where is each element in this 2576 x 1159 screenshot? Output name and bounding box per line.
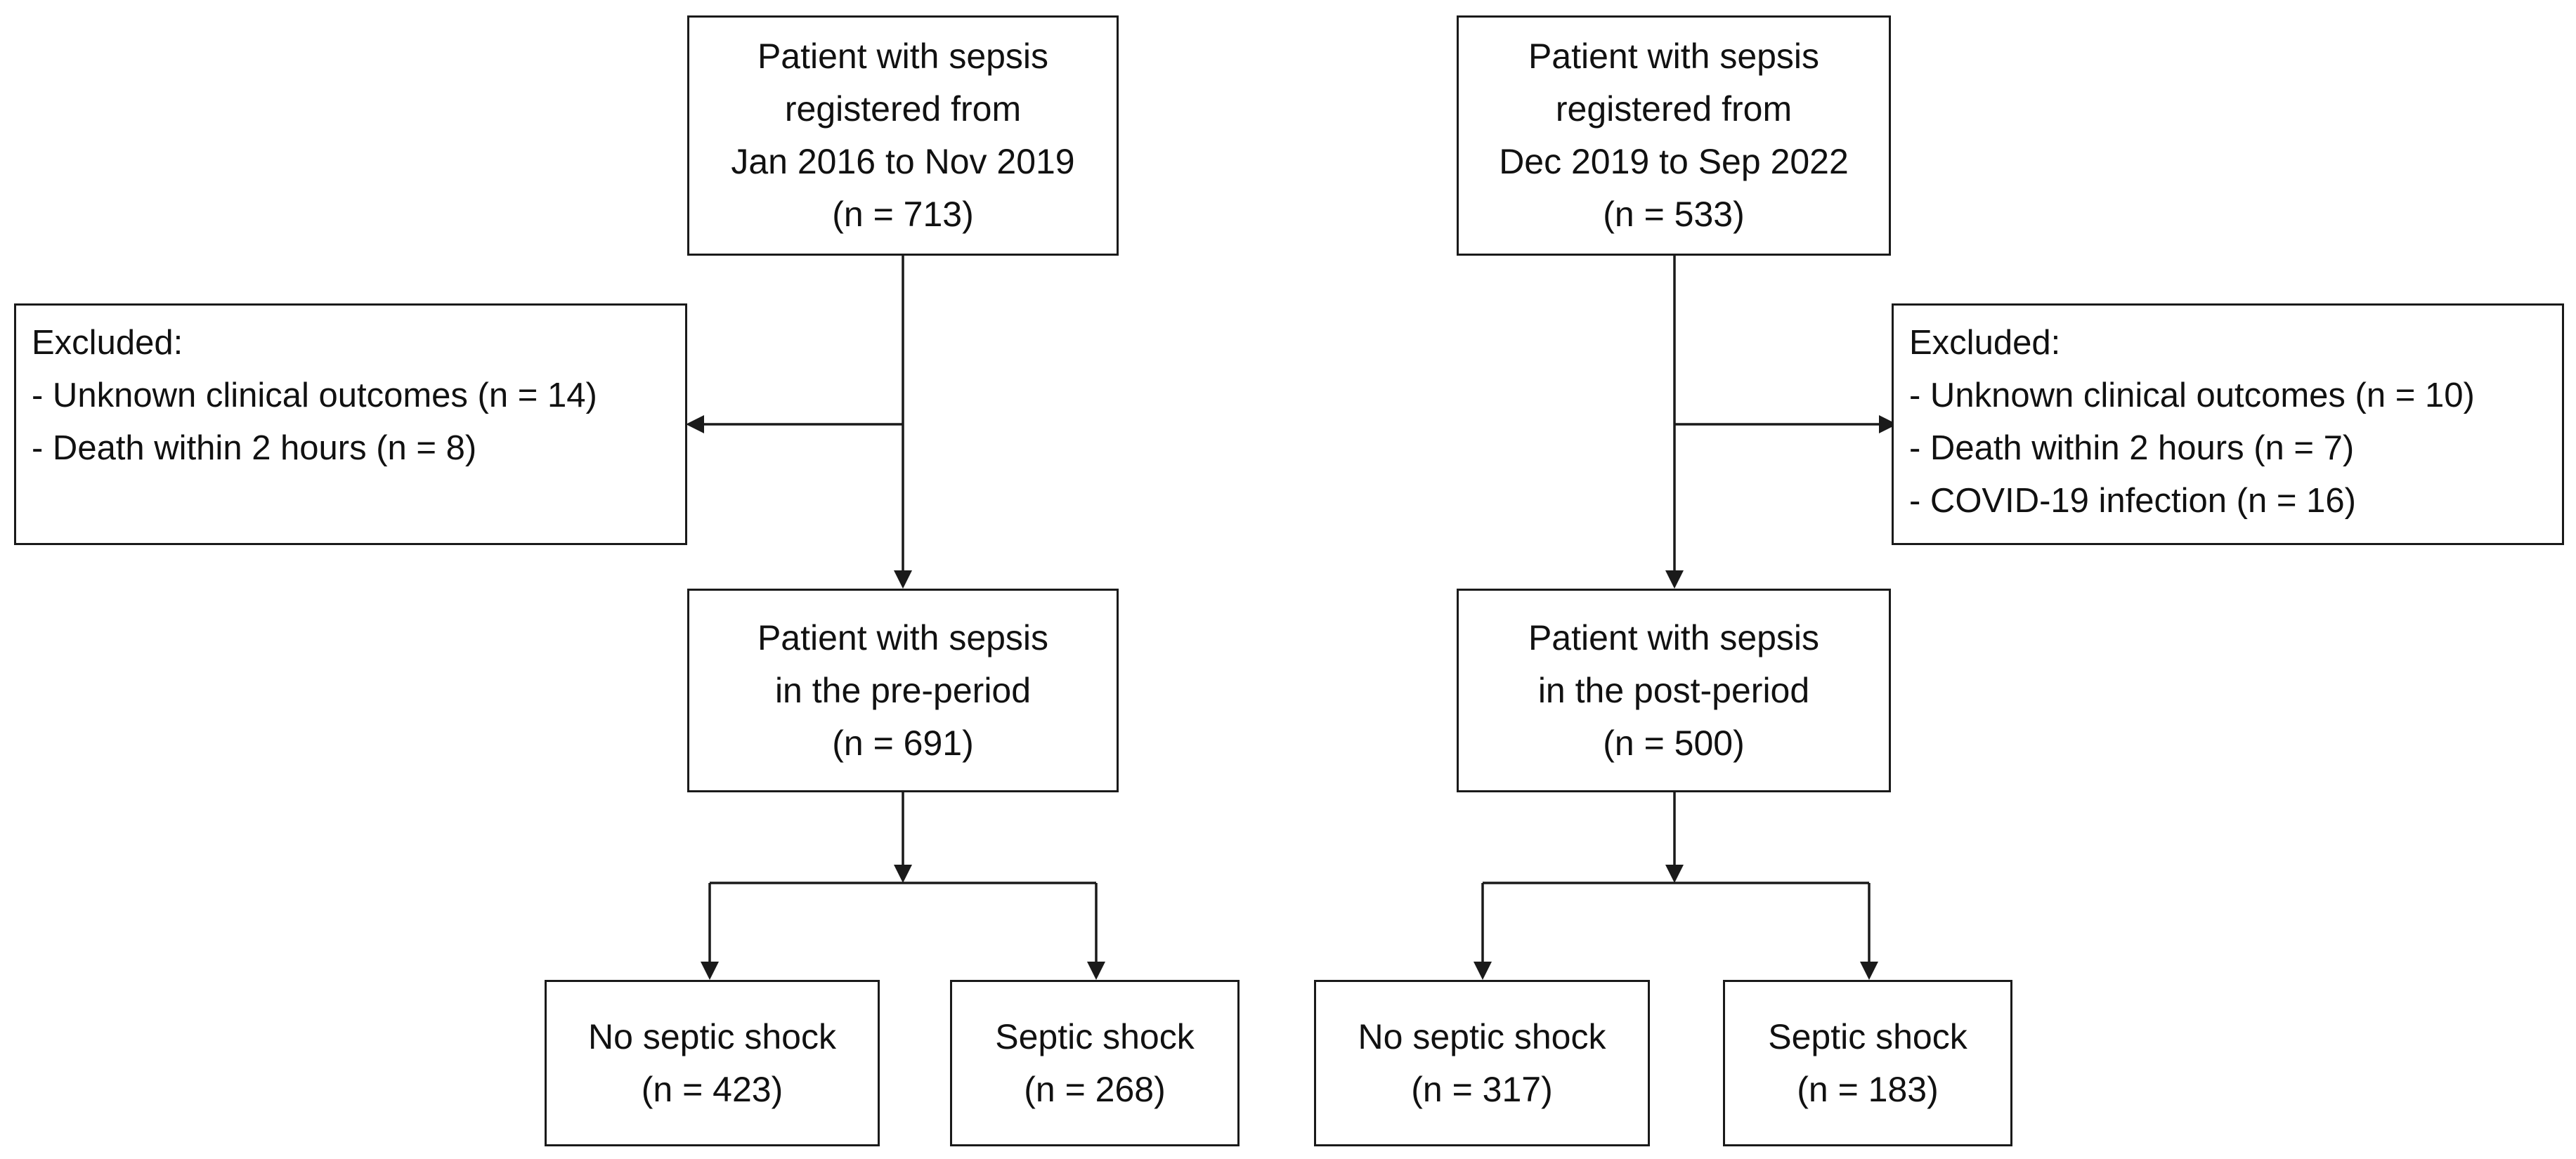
left-shock-label: Septic shock bbox=[995, 1016, 1195, 1056]
right-registered-line-1: Patient with sepsis bbox=[1528, 37, 1820, 76]
left-registered-line-1: Patient with sepsis bbox=[757, 37, 1049, 76]
right-registered-line-2: registered from bbox=[1555, 89, 1793, 129]
left-period-line-3: (n = 691) bbox=[832, 723, 974, 763]
left-exclusion-arrowhead bbox=[686, 415, 704, 433]
right-registered-box: Patient with sepsis registered from Dec … bbox=[1457, 15, 1891, 256]
left-main-arrowhead bbox=[894, 570, 912, 589]
left-registered-line-3: Jan 2016 to Nov 2019 bbox=[731, 142, 1075, 181]
right-registered-line-4: (n = 533) bbox=[1603, 195, 1745, 234]
left-period-box: Patient with sepsis in the pre-period (n… bbox=[687, 589, 1119, 792]
right-period-line-2: in the post-period bbox=[1537, 670, 1810, 710]
left-excluded-title: Excluded: bbox=[32, 324, 183, 362]
right-period-line-3: (n = 500) bbox=[1603, 723, 1745, 763]
right-septic-shock-box: Septic shock (n = 183) bbox=[1723, 980, 2012, 1146]
left-excluded-box: Excluded: - Unknown clinical outcomes (n… bbox=[14, 303, 687, 545]
left-registered-line-4: (n = 713) bbox=[832, 195, 974, 234]
right-excluded-item-2: - Death within 2 hours (n = 7) bbox=[1909, 429, 2355, 467]
right-no-septic-shock-box: No septic shock (n = 317) bbox=[1314, 980, 1650, 1146]
left-shock-count: (n = 268) bbox=[1024, 1069, 1166, 1109]
right-excluded-title: Excluded: bbox=[1909, 324, 2061, 362]
right-period-box: Patient with sepsis in the post-period (… bbox=[1457, 589, 1891, 792]
left-no-shock-count: (n = 423) bbox=[641, 1069, 783, 1109]
right-main-arrowhead bbox=[1665, 570, 1684, 589]
left-branch-left-arrowhead bbox=[701, 962, 719, 980]
left-split-arrowhead bbox=[894, 865, 912, 883]
left-septic-shock-box: Septic shock (n = 268) bbox=[950, 980, 1240, 1146]
left-period-line-1: Patient with sepsis bbox=[757, 617, 1049, 657]
right-branch-left-arrowhead bbox=[1474, 962, 1492, 980]
right-shock-label: Septic shock bbox=[1768, 1016, 1967, 1056]
left-no-shock-label: No septic shock bbox=[588, 1016, 836, 1056]
right-excluded-item-3: - COVID-19 infection (n = 16) bbox=[1909, 482, 2356, 520]
left-branch-right-arrowhead bbox=[1087, 962, 1105, 980]
right-excluded-item-1: - Unknown clinical outcomes (n = 10) bbox=[1909, 376, 2475, 414]
right-split-arrowhead bbox=[1665, 865, 1684, 883]
right-excluded-box: Excluded: - Unknown clinical outcomes (n… bbox=[1892, 303, 2564, 545]
right-branch-right-arrowhead bbox=[1860, 962, 1878, 980]
left-registered-box: Patient with sepsis registered from Jan … bbox=[687, 15, 1119, 256]
left-no-septic-shock-box: No septic shock (n = 423) bbox=[545, 980, 880, 1146]
right-registered-line-3: Dec 2019 to Sep 2022 bbox=[1499, 142, 1849, 181]
left-excluded-item-2: - Death within 2 hours (n = 8) bbox=[32, 429, 477, 467]
left-excluded-item-1: - Unknown clinical outcomes (n = 14) bbox=[32, 376, 597, 414]
right-exclusion-arrowhead bbox=[1879, 415, 1897, 433]
right-period-line-1: Patient with sepsis bbox=[1528, 617, 1820, 657]
right-no-shock-count: (n = 317) bbox=[1411, 1069, 1553, 1109]
right-shock-count: (n = 183) bbox=[1797, 1069, 1939, 1109]
right-no-shock-label: No septic shock bbox=[1358, 1016, 1606, 1056]
left-period-line-2: in the pre-period bbox=[774, 670, 1032, 710]
left-registered-line-2: registered from bbox=[784, 89, 1022, 129]
